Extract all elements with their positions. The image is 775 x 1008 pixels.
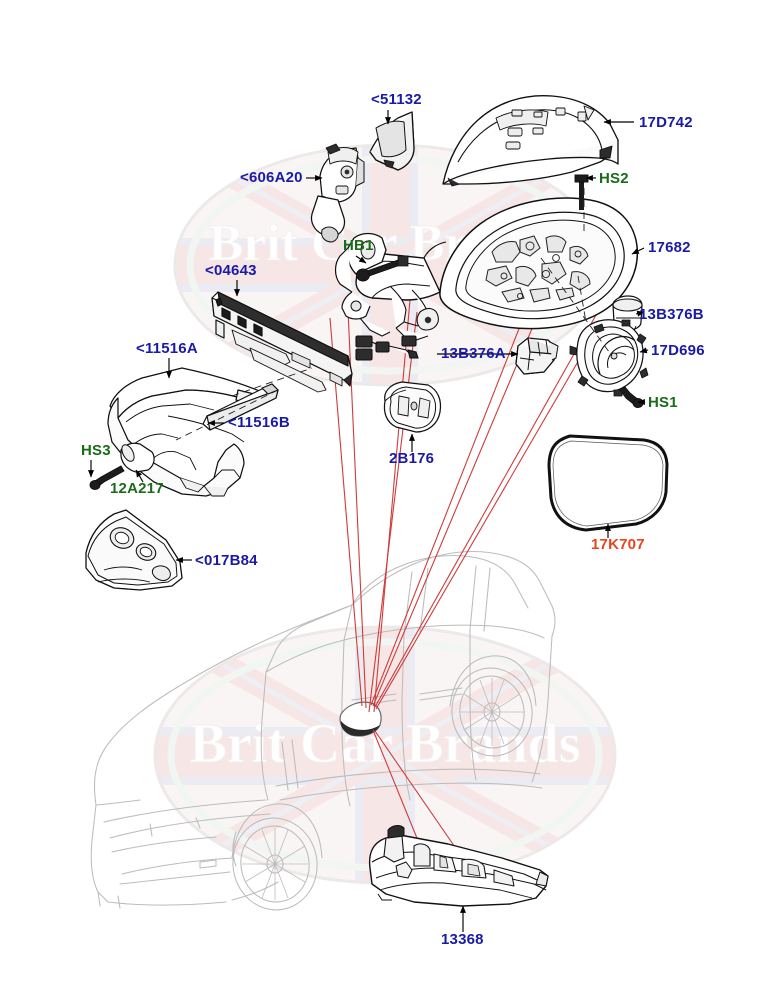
label-11516B: <11516B: [228, 414, 290, 431]
fastener-HB1-bolt: [356, 255, 409, 282]
part-13368-turn-signal-lamp: [368, 825, 549, 907]
leader-12A217: [135, 469, 144, 483]
label-17D696: 17D696: [651, 342, 705, 359]
label-51132: <51132: [371, 91, 422, 108]
label-HB1: HB1: [343, 237, 374, 254]
label-13B376B: 13B376B: [639, 306, 704, 323]
leader-17D696: [639, 347, 649, 354]
vehicle-wheels: [231, 655, 537, 911]
part-17682-mirror-body: [334, 197, 639, 361]
part-606A20-mounting-bracket: [310, 143, 365, 243]
label-17D742: 17D742: [639, 114, 693, 131]
vehicle-outline-range-rover: [90, 550, 556, 909]
label-12A217: 12A217: [110, 480, 164, 497]
part-13B376A-connector-a: [515, 337, 559, 375]
part-17K707-mirror-glass: [547, 434, 669, 532]
part-017B84-sail-trim-panel: [85, 509, 183, 591]
label-17K707: 17K707: [591, 536, 645, 553]
watermark-bottom: Brit Car Brands: [153, 625, 617, 885]
leader-13B376B: [635, 310, 645, 317]
vehicle-mirror-on-body: [339, 701, 382, 737]
fastener-HS2-screw: [574, 174, 589, 210]
leader-lines-black: [88, 110, 649, 932]
part-13B376B-connector-b: [612, 295, 643, 332]
label-017B84: <017B84: [195, 552, 258, 569]
part-12A217-grommet: [120, 442, 155, 473]
leader-17682: [631, 247, 645, 255]
part-2B176-gasket-plate: [383, 381, 442, 433]
label-13368: 13368: [441, 931, 484, 948]
watermark-text-bottom: Brit Car Brands: [190, 713, 581, 775]
leader-HB1: [355, 255, 367, 264]
assembly-guide-lines: [175, 188, 613, 441]
label-17682: 17682: [648, 239, 691, 256]
label-HS3: HS3: [81, 442, 111, 459]
part-04643-door-rail: [211, 291, 353, 393]
label-11516A: <11516A: [136, 340, 198, 357]
part-17D742-mirror-cap: [442, 95, 619, 187]
label-HS1: HS1: [648, 394, 678, 411]
label-606A20: <606A20: [240, 169, 303, 186]
part-51132-sail-cover: [369, 111, 415, 171]
label-HS2: HS2: [599, 170, 629, 187]
label-layer: <51132 17D742 <606A20 HS2 HB1 17682 <046…: [81, 91, 705, 948]
label-13B376A: 13B376A: [441, 345, 506, 362]
label-04643: <04643: [205, 262, 257, 279]
label-2B176: 2B176: [389, 450, 434, 467]
fastener-HS3-screw: [89, 465, 125, 491]
